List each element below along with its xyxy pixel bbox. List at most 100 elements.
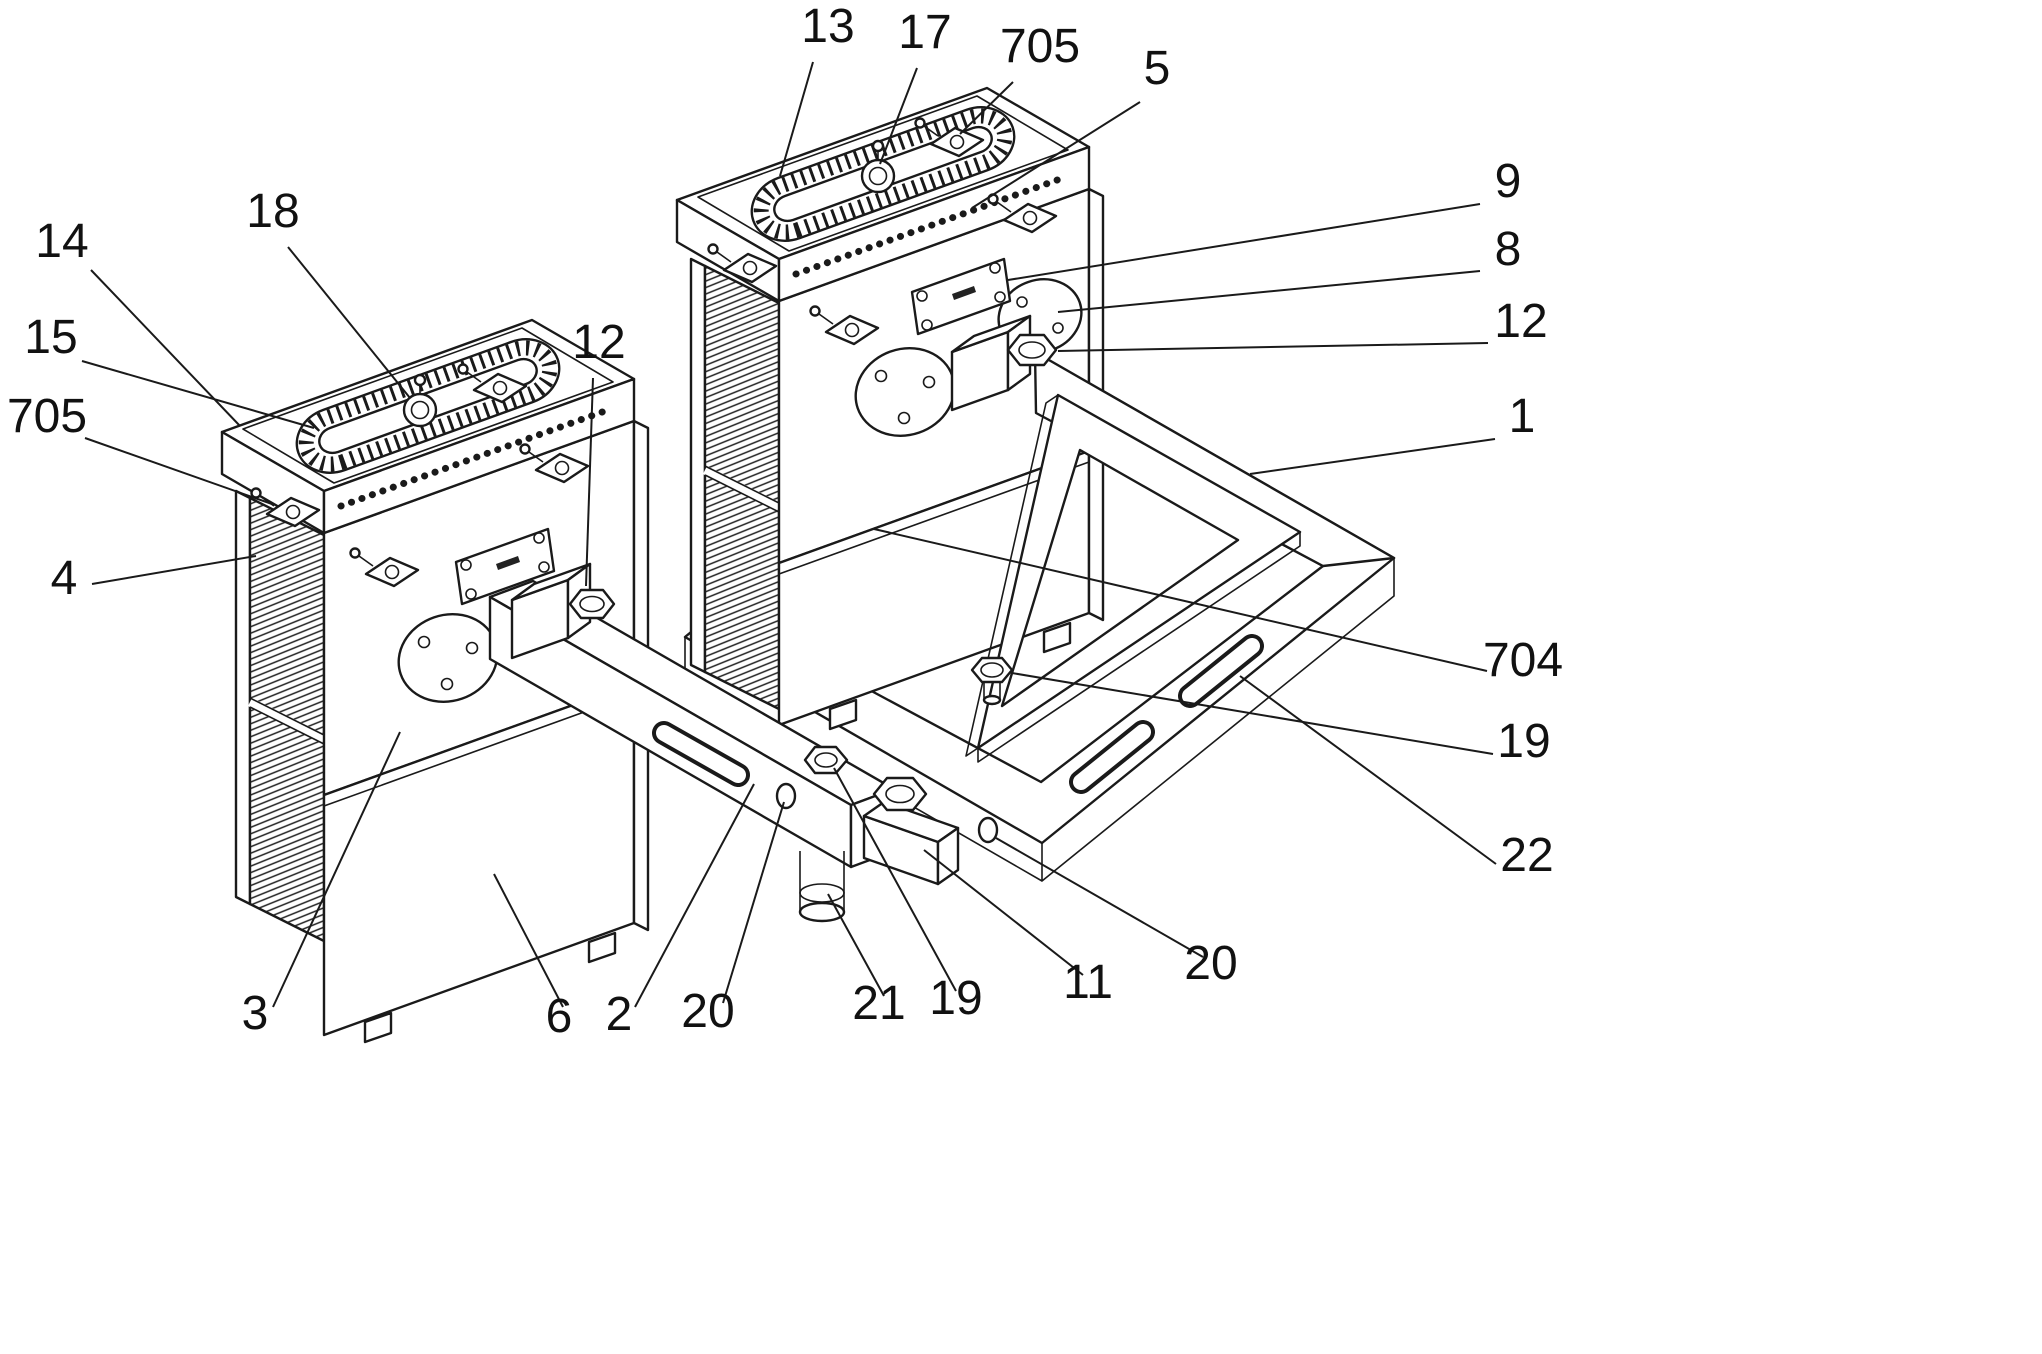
pad <box>364 556 420 588</box>
pad-pin <box>528 451 544 463</box>
ref-label-19: 19 <box>833 767 983 1025</box>
pad <box>929 126 985 158</box>
ref-number: 18 <box>246 185 299 238</box>
ref-label-20: 20 <box>681 801 785 1038</box>
pad-hole <box>1022 210 1038 226</box>
ref-number: 21 <box>852 977 905 1030</box>
oval-track-teeth <box>753 108 1013 240</box>
brace-bolt <box>970 656 1014 706</box>
pad <box>265 496 321 528</box>
brush-seam-gap <box>702 465 782 512</box>
pad-screw <box>519 443 531 455</box>
pad-hole <box>554 460 570 476</box>
pad-screw <box>457 363 469 375</box>
ref-number: 20 <box>1184 937 1237 990</box>
pad-screw <box>707 243 719 255</box>
ref-number: 8 <box>1495 223 1522 276</box>
leader-line <box>923 849 1084 976</box>
pad-pin <box>716 251 732 263</box>
leader-line <box>1057 342 1489 352</box>
clamp-pad <box>707 243 778 284</box>
ref-label-4: 4 <box>51 552 257 605</box>
disc-hole <box>897 411 911 425</box>
pad-pin <box>358 555 374 567</box>
ref-number: 9 <box>1495 155 1522 208</box>
ref-number: 705 <box>7 390 87 443</box>
ref-number: 11 <box>1063 956 1113 1009</box>
leader-line <box>84 437 273 505</box>
screw <box>460 559 472 571</box>
pad-hole <box>742 260 758 276</box>
rack-teeth-row <box>792 175 1064 278</box>
frame-mount-hole <box>977 816 999 844</box>
pivot-bolt-right <box>1006 333 1058 367</box>
ref-number: 20 <box>681 985 734 1038</box>
pad-pin <box>818 313 834 325</box>
bracket-side <box>936 826 960 886</box>
pad-screw <box>349 547 361 559</box>
screw <box>538 561 550 573</box>
pad-hole <box>492 380 508 396</box>
leader-line <box>272 731 401 1008</box>
pad <box>722 252 778 284</box>
disc-hole <box>417 635 431 649</box>
pad-screw <box>250 487 262 499</box>
disc-hole <box>1016 296 1028 308</box>
corner-mount-block-left <box>510 562 592 660</box>
brace-thickness-edges <box>965 394 1301 763</box>
hex-head <box>1006 333 1058 367</box>
hex-boss <box>885 784 915 804</box>
arm-handle-slot <box>652 721 750 787</box>
ref-label-9: 9 <box>1007 155 1522 281</box>
pivot-bolt-left <box>568 588 616 620</box>
knob-shaft <box>410 400 430 420</box>
leader-line <box>833 767 957 992</box>
ref-number: 4 <box>51 552 78 605</box>
rack-teeth-row <box>337 407 609 510</box>
leader-line <box>1249 438 1496 475</box>
ref-number: 12 <box>1494 295 1547 348</box>
ref-label-17: 17 <box>879 6 952 165</box>
knob-tip <box>413 373 427 387</box>
ref-label-18: 18 <box>246 185 411 399</box>
pad-pin <box>923 125 939 137</box>
hex-head <box>872 776 928 812</box>
leader-line <box>1239 675 1497 865</box>
pad <box>472 372 528 404</box>
pad-hole <box>844 322 860 338</box>
panel-seam-right <box>778 461 1090 575</box>
ref-number: 15 <box>24 311 77 364</box>
clamp-pad <box>457 363 528 404</box>
track-plate-left <box>220 318 636 535</box>
pad-hole <box>949 134 965 150</box>
ref-label-12: 12 <box>1057 295 1548 352</box>
ref-number: 704 <box>1483 634 1563 687</box>
plate-inset-line <box>242 327 614 484</box>
pad <box>824 314 880 346</box>
ref-number: 5 <box>1144 42 1171 95</box>
ref-label-8: 8 <box>1057 223 1522 313</box>
pad <box>1002 202 1058 234</box>
ref-number: 3 <box>242 987 269 1040</box>
handle-slot-inner <box>1073 724 1151 790</box>
leader-line <box>873 528 1488 672</box>
handle-slot-inner <box>656 725 746 783</box>
connecting-arm <box>488 562 960 923</box>
leader-line <box>1007 203 1481 281</box>
plate-slot <box>952 286 976 300</box>
screw <box>465 588 477 600</box>
screw <box>989 262 1001 274</box>
triangular-brace <box>976 393 1302 750</box>
ref-label-13: 13 <box>779 0 855 177</box>
disc-hole <box>465 641 479 655</box>
knob-base <box>860 158 896 194</box>
screw <box>916 290 928 302</box>
foot-block <box>1042 621 1072 654</box>
ref-number: 1 <box>1509 390 1536 443</box>
ref-number: 13 <box>801 0 854 53</box>
leader-line <box>971 101 1141 209</box>
cover-plate-right <box>910 257 1012 336</box>
ref-label-6: 6 <box>493 873 572 1043</box>
